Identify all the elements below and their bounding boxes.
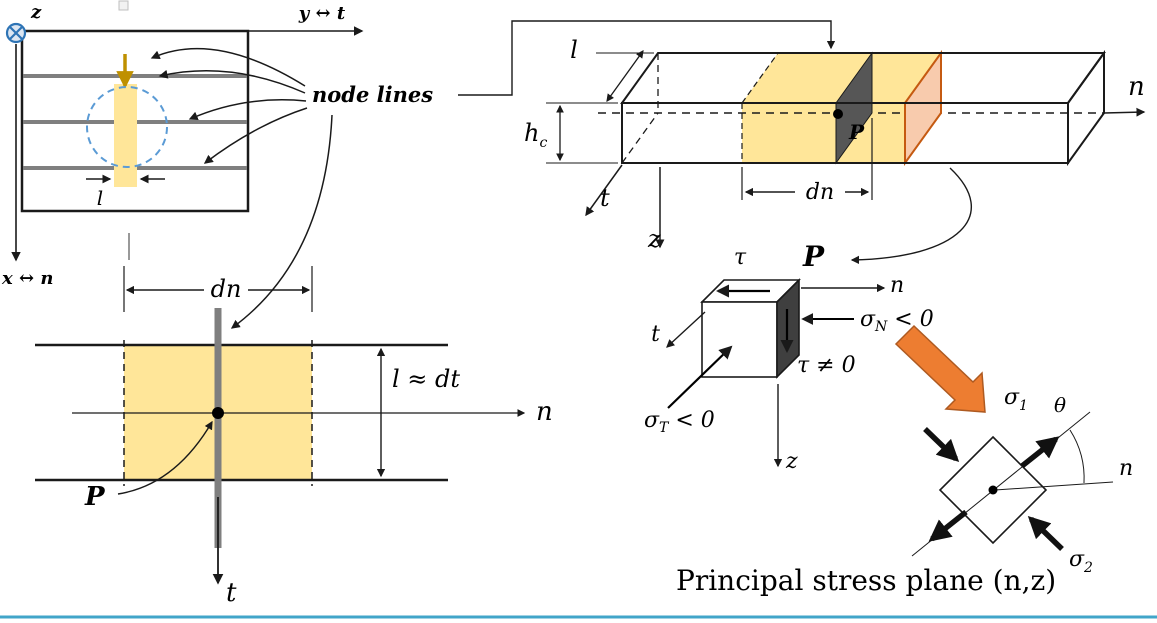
band-front: [742, 103, 905, 163]
cursor-artifact: [118, 0, 129, 11]
p-pointer-arrow: [117, 420, 213, 495]
beam-3d: n P l hc t z dn: [524, 36, 1146, 265]
pointer-arrow: [203, 107, 308, 164]
sigma1-arrow-upper: [1020, 436, 1060, 469]
beam-depth-label: l: [570, 36, 578, 64]
cube-t-axis-arrow: [666, 311, 706, 348]
stress-point-p-label: P: [802, 240, 825, 273]
cube-z-label: z: [785, 449, 798, 474]
cut-plane-dark: [835, 51, 873, 165]
beam-n-label: n: [1128, 72, 1145, 102]
n-axis-label: n: [536, 397, 553, 427]
depth-dim-arrow: [606, 50, 644, 102]
cube-t-label: t: [651, 322, 660, 347]
cube-n-label: n: [890, 273, 904, 298]
z-axis-into-page-icon: [5, 22, 27, 44]
band-dashed-edge: [741, 52, 779, 104]
transform-block-arrow: [894, 324, 986, 413]
tau-nonzero-label: τ ≠ 0: [797, 353, 856, 378]
sigma-t-label: σT < 0: [644, 408, 715, 436]
sigma2-label: σ2: [1069, 547, 1093, 576]
sigma2-arrow-upper: [923, 427, 960, 463]
sigma1-arrow-lower: [928, 509, 968, 542]
pointer-arrow: [230, 114, 333, 329]
principal-point-dot: [988, 485, 998, 495]
point-p-label: P: [84, 482, 106, 512]
plate-panel: l z x ↔ n y ↔ t: [1, 2, 364, 289]
node-lines-annotation: node lines: [150, 20, 836, 329]
principal-n-axis-line: [994, 481, 1114, 491]
beam-dn-label: dn: [806, 180, 834, 205]
thickness-label: l ≈ dt: [392, 365, 460, 393]
x-axis-label: x ↔ n: [1, 268, 53, 289]
p-pointer-arrow: [850, 167, 972, 265]
node-line-pointer-arrows: [150, 47, 333, 329]
band-top: [742, 53, 941, 103]
node-lines-connector: [458, 20, 836, 96]
stress-cube: P τ n σN < 0 τ ≠ 0 t σT < 0 z: [644, 240, 934, 474]
t-axis-label: t: [226, 578, 237, 608]
pointer-arrow: [150, 47, 306, 87]
y-axis-label: y ↔ t: [298, 3, 346, 24]
principal-caption: Principal stress plane (n,z): [676, 564, 1056, 597]
beam-t-label: t: [600, 184, 610, 212]
sigma-t-arrow: [667, 345, 733, 409]
principal-stress: σ1 σ2 θ n Principal stress plane (n,z): [676, 385, 1133, 597]
pointer-arrow: [158, 69, 306, 94]
z-axis-label: z: [30, 2, 42, 23]
beam-point-p-dot: [833, 109, 843, 119]
hidden-edge: [621, 112, 659, 164]
beam-height-label: hc: [524, 119, 547, 151]
strip-highlight: [114, 84, 137, 187]
sigma1-label: σ1: [1004, 385, 1028, 414]
beam-t-axis-arrow: [585, 164, 623, 217]
beam-z-label: z: [647, 225, 661, 253]
beam-right-face: [1068, 53, 1104, 163]
cube-front-face: [701, 301, 778, 378]
strip-width-label: l: [97, 186, 103, 210]
tau-label: τ: [734, 245, 747, 270]
cut-plane-orange: [904, 49, 942, 167]
sigma-n-label: σN < 0: [860, 307, 934, 335]
beam-n-axis-arrow: [1103, 107, 1146, 117]
node-lines-label: node lines: [312, 82, 433, 107]
sigma2-arrow-lower: [1027, 515, 1064, 551]
theta-label: θ: [1054, 393, 1066, 417]
beam-point-p-label: P: [848, 120, 865, 144]
principal-n-label: n: [1119, 456, 1133, 481]
strip-detail: dn n l ≈ dt t P: [35, 266, 553, 608]
detail-region-circle: [86, 86, 168, 168]
point-p-dot: [212, 407, 224, 419]
pointer-arrow: [188, 99, 307, 121]
dn-label: dn: [211, 275, 242, 303]
theta-arc: [1069, 429, 1085, 484]
